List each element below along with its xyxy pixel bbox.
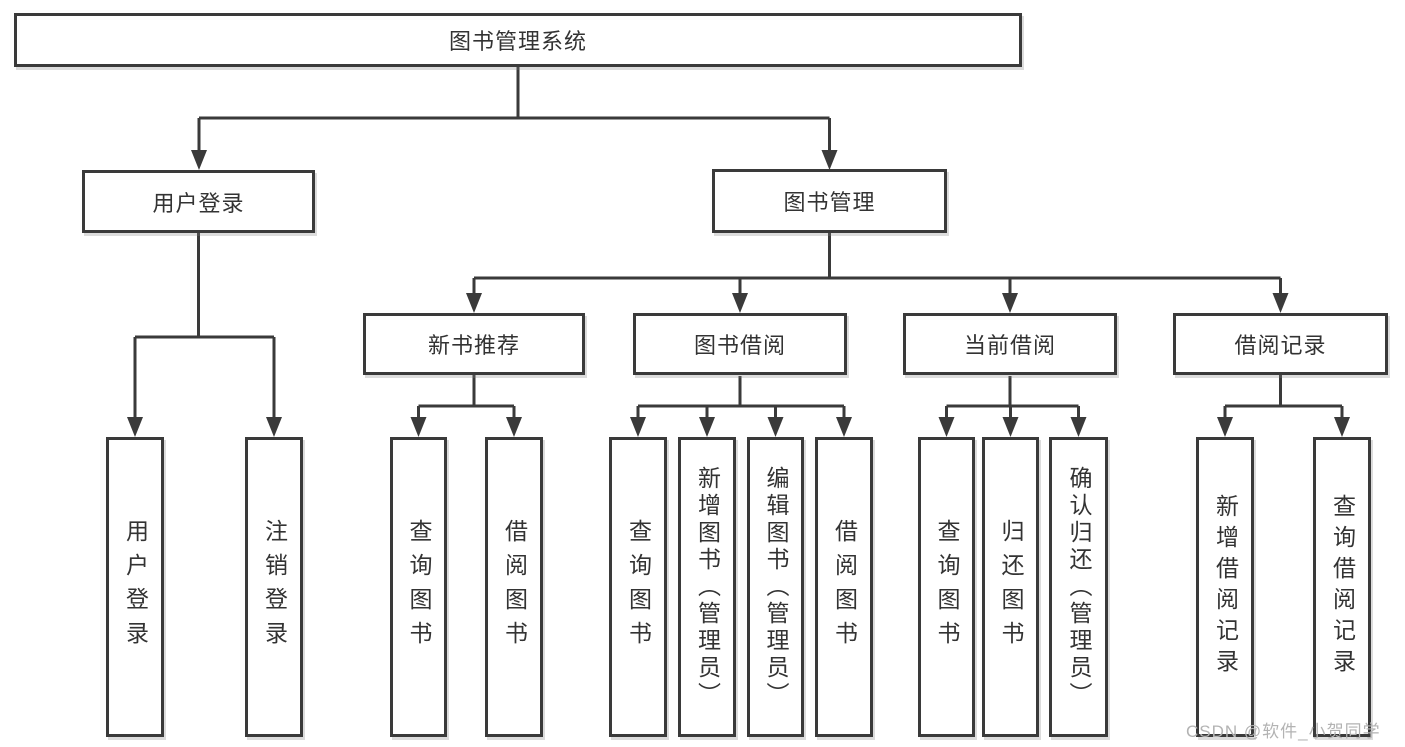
- node-label-leaf-add-borrow-record: 新增借阅记录: [1212, 494, 1239, 680]
- node-book-borrow: 图书借阅: [633, 313, 847, 375]
- node-current-borrow: 当前借阅: [903, 313, 1117, 375]
- node-label-leaf-return-book: 归还图书: [998, 519, 1024, 655]
- connector-current-borrow-children: [938, 376, 1087, 437]
- node-book-management: 图书管理: [712, 169, 947, 233]
- connector-book-mgmt-children: [466, 233, 1289, 313]
- node-root-library-system: 图书管理系统: [14, 13, 1022, 67]
- node-label-leaf-query-book-borrow: 查询图书: [625, 519, 652, 655]
- connector-root-to-level2: [191, 67, 838, 170]
- node-leaf-query-borrow-record: 查询借阅记录: [1313, 437, 1371, 737]
- node-label-leaf-edit-book-admin: 编辑图书（管理员）: [763, 465, 789, 709]
- node-label-leaf-logout: 注销登录: [261, 519, 288, 655]
- node-label-book-borrow: 图书借阅: [693, 333, 786, 358]
- connector-user-login-children: [127, 233, 282, 437]
- connector-new-book-children: [410, 375, 522, 437]
- node-user-login: 用户登录: [82, 170, 315, 233]
- node-label-leaf-borrow-book-recommend: 借阅图书: [501, 519, 528, 655]
- node-leaf-query-book-borrow: 查询图书: [609, 437, 667, 737]
- node-label-leaf-user-login: 用户登录: [122, 519, 149, 655]
- connector-borrow-records-children: [1217, 375, 1350, 437]
- node-leaf-confirm-return-admin: 确认归还（管理员）: [1049, 437, 1108, 737]
- node-label-leaf-confirm-return-admin: 确认归还（管理员）: [1066, 465, 1092, 709]
- node-leaf-borrow-book-recommend: 借阅图书: [485, 437, 543, 737]
- node-leaf-logout: 注销登录: [245, 437, 303, 737]
- node-leaf-query-book-recommend: 查询图书: [390, 437, 447, 737]
- node-leaf-add-borrow-record: 新增借阅记录: [1196, 437, 1254, 737]
- node-borrow-records: 借阅记录: [1173, 313, 1388, 375]
- node-label-book-management: 图书管理: [783, 190, 876, 215]
- node-new-book-recommend: 新书推荐: [363, 313, 585, 375]
- node-label-root: 图书管理系统: [448, 29, 587, 54]
- node-leaf-query-book-current: 查询图书: [918, 437, 975, 737]
- node-leaf-edit-book-admin: 编辑图书（管理员）: [747, 437, 804, 737]
- watermark-text: CSDN @软件_小贺同学: [1186, 722, 1381, 741]
- node-leaf-borrow-book: 借阅图书: [815, 437, 873, 737]
- node-label-leaf-add-book-admin: 新增图书（管理员）: [694, 465, 721, 709]
- node-label-leaf-query-borrow-record: 查询借阅记录: [1329, 494, 1356, 680]
- node-leaf-add-book-admin: 新增图书（管理员）: [678, 437, 736, 737]
- node-label-leaf-query-book-current: 查询图书: [934, 519, 960, 655]
- connector-book-borrow-children: [630, 376, 852, 437]
- node-leaf-return-book: 归还图书: [982, 437, 1039, 737]
- node-label-borrow-records: 借阅记录: [1234, 333, 1327, 358]
- node-label-user-login: 用户登录: [152, 190, 245, 216]
- node-label-leaf-borrow-book: 借阅图书: [831, 519, 858, 655]
- node-label-leaf-query-book-recommend: 查询图书: [406, 519, 432, 655]
- node-label-new-book-recommend: 新书推荐: [427, 333, 520, 358]
- node-leaf-user-login: 用户登录: [106, 437, 164, 737]
- node-label-current-borrow: 当前借阅: [963, 333, 1056, 358]
